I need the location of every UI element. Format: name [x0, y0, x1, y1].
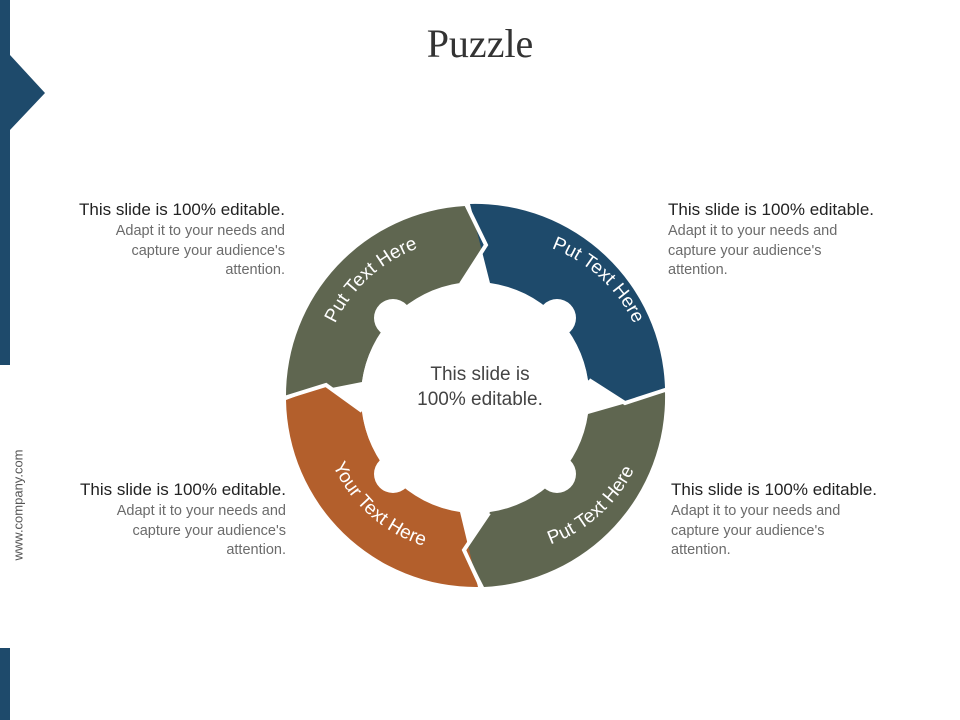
callout-heading: This slide is 100% editable. [668, 200, 875, 219]
callout-body-line: attention. [225, 262, 285, 278]
callout-body-line: capture your audience's [671, 522, 825, 539]
callout-body-line: Adapt it to your needs and [116, 503, 286, 519]
left-accent-bar [0, 0, 45, 365]
callout-body-line: attention. [671, 542, 731, 558]
callout-bottom-right: This slide is 100% editable. Adapt it to… [671, 480, 911, 561]
callout-body-line: attention. [226, 542, 286, 558]
callout-body: Adapt it to your needs and capture your … [671, 502, 911, 561]
callout-body: Adapt it to your needs and capture your … [46, 502, 286, 561]
center-text-line1: This slide is [430, 364, 530, 385]
callout-body-line: Adapt it to your needs and [668, 223, 838, 239]
center-text: This slide is 100% editable. [360, 362, 600, 412]
page-title: Puzzle [426, 21, 534, 66]
callout-heading: This slide is 100% editable. [78, 200, 285, 219]
callout-body-line: capture your audience's [131, 242, 285, 259]
callout-top-right: This slide is 100% editable. Adapt it to… [668, 200, 908, 281]
callout-body-line: attention. [668, 262, 728, 278]
callout-heading: This slide is 100% editable. [79, 480, 286, 499]
callout-bottom-left: This slide is 100% editable. Adapt it to… [46, 480, 286, 561]
callout-body-line: capture your audience's [132, 522, 286, 539]
callout-body-line: Adapt it to your needs and [115, 223, 285, 239]
left-accent-bar-bottom [0, 648, 10, 720]
callout-body-line: capture your audience's [668, 242, 822, 259]
callout-body: Adapt it to your needs and capture your … [668, 222, 908, 281]
callout-body: Adapt it to your needs and capture your … [45, 222, 285, 281]
callout-body-line: Adapt it to your needs and [671, 503, 841, 519]
callout-top-left: This slide is 100% editable. Adapt it to… [45, 200, 285, 281]
callout-heading: This slide is 100% editable. [671, 480, 878, 499]
center-text-line2: 100% editable. [417, 389, 543, 410]
